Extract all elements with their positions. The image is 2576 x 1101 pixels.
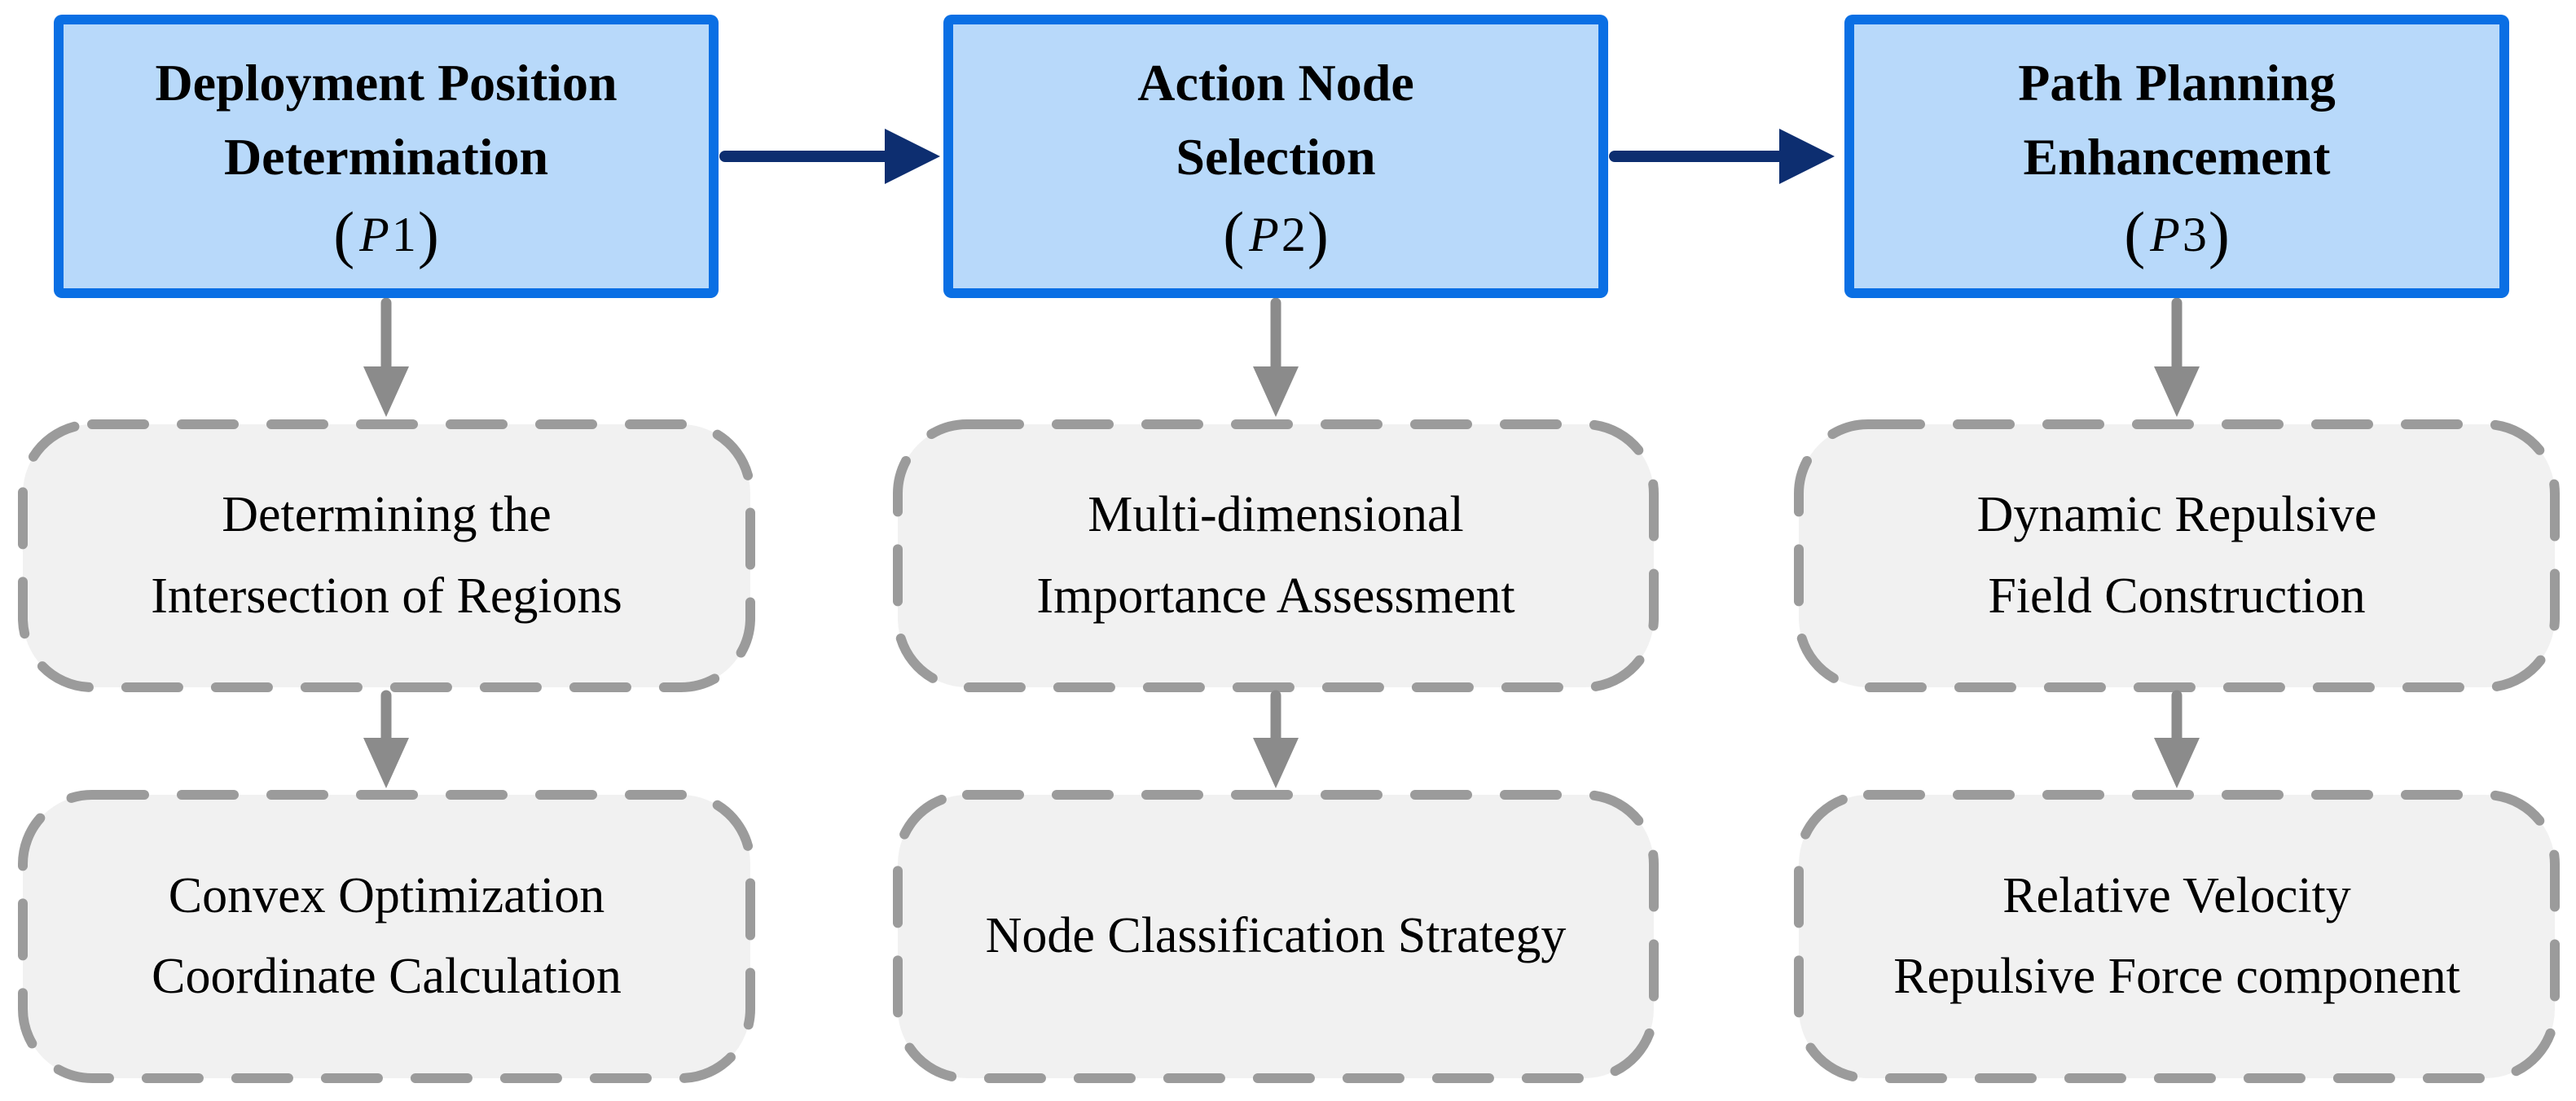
step-arrow-p3-1	[2154, 297, 2200, 417]
down-arrowhead-icon	[2154, 738, 2200, 788]
flow-arrow-p1-p2	[719, 129, 940, 184]
down-arrowhead-icon	[2154, 366, 2200, 417]
process-title: Path Planning Enhancement	[2018, 54, 2336, 186]
tag-close-paren: )	[1307, 198, 1329, 270]
process-box-p1: Deployment Position Determination ( P 1 …	[54, 15, 719, 298]
process-title: Deployment Position Determination	[155, 54, 618, 186]
step-label-p3-1: Dynamic Repulsive Field Construction	[1976, 487, 2377, 624]
step-box-p2-1	[893, 419, 1659, 692]
flow-arrowhead-icon	[885, 129, 940, 184]
step-label-p2-2: Node Classification Strategy	[985, 908, 1567, 964]
tag-letter: P	[2150, 207, 2180, 261]
step-box-p2-2	[893, 790, 1659, 1083]
step-box-p1-2	[18, 790, 755, 1083]
down-arrowhead-icon	[363, 738, 409, 788]
step-arrow-p2-2	[1253, 690, 1299, 788]
flow-arrow-p2-p3	[1609, 129, 1835, 184]
down-arrowhead-icon	[1253, 366, 1299, 417]
process-title: Action Node Selection	[1137, 54, 1414, 186]
process-box-p2: Action Node Selection ( P 2 )	[943, 15, 1608, 298]
tag-number: 3	[2182, 207, 2207, 261]
step-box-p3-2	[1794, 790, 2560, 1083]
step-arrow-p1-2	[363, 690, 409, 788]
down-arrowhead-icon	[363, 366, 409, 417]
step-label-p3-2: Relative Velocity Repulsive Force compon…	[1893, 867, 2460, 1004]
process-tag: ( P 1 )	[333, 198, 439, 270]
tag-letter: P	[359, 207, 389, 261]
step-label-p2-1: Multi-dimensional Importance Assessment	[1036, 487, 1515, 624]
step-label-p1-2: Convex Optimization Coordinate Calculati…	[152, 867, 622, 1004]
step-arrow-p3-2	[2154, 690, 2200, 788]
tag-close-paren: )	[2208, 198, 2230, 270]
step-arrow-p2-1	[1253, 297, 1299, 417]
tag-open-paren: (	[2124, 198, 2146, 270]
step-box-p3-1	[1794, 419, 2560, 692]
tag-number: 2	[1281, 207, 1306, 261]
flow-arrowhead-icon	[1779, 129, 1835, 184]
tag-open-paren: (	[333, 198, 355, 270]
step-label-p1-1: Determining the Intersection of Regions	[151, 487, 622, 624]
process-tag: ( P 3 )	[2124, 198, 2230, 270]
step-box-p1-1	[18, 419, 755, 692]
process-box-p3: Path Planning Enhancement ( P 3 )	[1844, 15, 2509, 298]
down-arrowhead-icon	[1253, 738, 1299, 788]
tag-number: 1	[391, 207, 416, 261]
process-tag: ( P 2 )	[1223, 198, 1329, 270]
step-arrow-p1-1	[363, 297, 409, 417]
tag-open-paren: (	[1223, 198, 1245, 270]
tag-close-paren: )	[417, 198, 439, 270]
tag-letter: P	[1249, 207, 1279, 261]
